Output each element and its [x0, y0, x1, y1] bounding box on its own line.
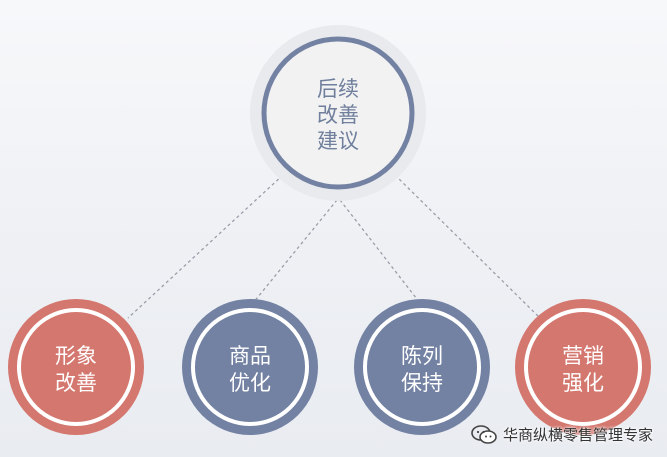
child-node-product-core: [196, 313, 304, 421]
root-label-line-3: 建议: [317, 129, 359, 153]
child-node-marketing-core: [529, 313, 637, 421]
child-node-display-line-1: 陈列: [401, 344, 443, 368]
child-node-display-core: [368, 313, 476, 421]
child-node-product: 商品 优化: [182, 299, 318, 435]
child-node-display-line-2: 保持: [401, 371, 443, 395]
child-node-marketing-line-1: 营销: [562, 344, 604, 368]
wechat-icon: [471, 424, 497, 444]
child-node-product-line-2: 优化: [229, 371, 271, 395]
connector-display: [339, 199, 421, 304]
child-node-marketing: 营销 强化: [515, 299, 651, 435]
root-node-ring: [261, 36, 415, 190]
child-node-image-line-2: 改善: [55, 371, 97, 395]
child-node-display-ring: [363, 308, 481, 426]
watermark-text: 华商纵横零售管理专家: [502, 426, 653, 444]
child-node-marketing-ring: [524, 308, 642, 426]
child-node-marketing-line-2: 强化: [562, 371, 604, 395]
child-node-image: 形象 改善: [8, 299, 144, 435]
root-label-line-1: 后续: [317, 77, 359, 101]
watermark: 华商纵横零售管理专家: [471, 424, 653, 445]
child-node-display: 陈列 保持: [354, 299, 490, 435]
child-node-product-ring: [191, 308, 309, 426]
connector-lines: [127, 174, 541, 319]
root-label-line-2: 改善: [317, 103, 359, 127]
connector-marketing: [394, 174, 541, 319]
child-node-image-line-1: 形象: [55, 344, 97, 368]
root-node: 后续 改善 建议: [250, 25, 426, 201]
child-node-image-core: [22, 313, 130, 421]
child-node-product-line-1: 商品: [229, 344, 271, 368]
child-node-image-ring: [17, 308, 135, 426]
connector-product: [252, 199, 338, 304]
connector-image: [127, 174, 284, 319]
